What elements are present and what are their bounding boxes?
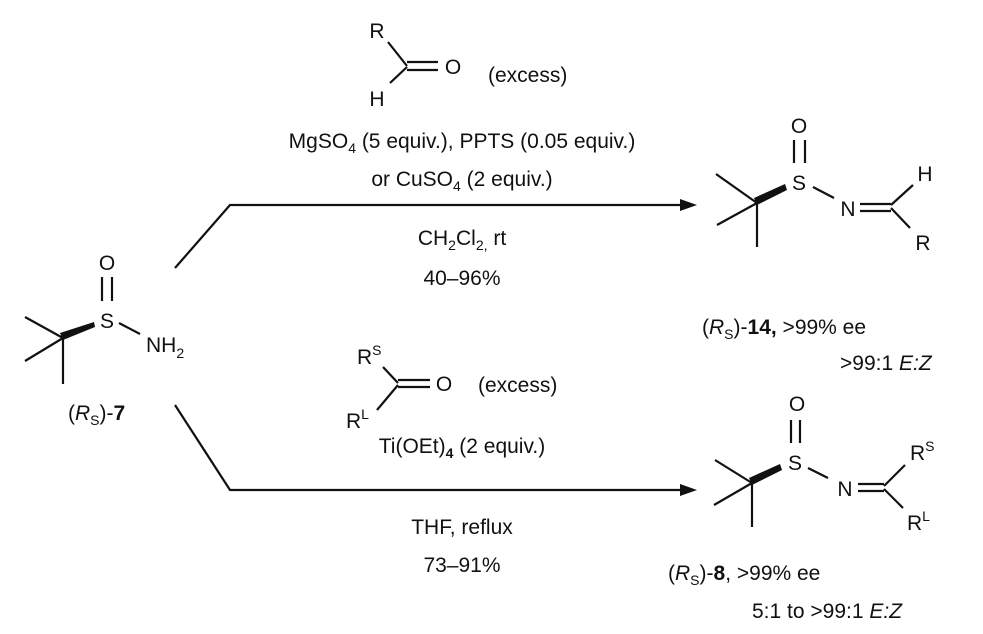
top-condition-1: MgSO4 (5 equiv.), PPTS (0.05 equiv.) bbox=[289, 130, 636, 156]
compound-label-8: (RS)-8, >99% ee bbox=[668, 562, 820, 588]
atom-h: H bbox=[917, 163, 932, 186]
bottom-reaction-arrow bbox=[174, 404, 697, 496]
atom-r: R bbox=[369, 20, 384, 43]
atom-n: N bbox=[837, 478, 852, 501]
excess-note: (excess) bbox=[478, 374, 557, 397]
wedge-bond bbox=[60, 322, 95, 340]
compound-label-7: (RS)-7 bbox=[68, 402, 125, 428]
excess-note: (excess) bbox=[488, 64, 567, 87]
ez-ratio-8: 5:1 to >99:1 E:Z bbox=[752, 600, 903, 623]
atom-s: S bbox=[788, 452, 802, 475]
bottom-solvent: THF, reflux bbox=[411, 516, 513, 539]
atom-o: O bbox=[789, 393, 805, 416]
atom-o: O bbox=[99, 252, 115, 275]
atom-h: H bbox=[369, 88, 384, 111]
bottom-condition-1: Ti(OEt)4 (2 equiv.) bbox=[379, 435, 546, 461]
aldehyde-reagent: R H O (excess) bbox=[369, 20, 567, 111]
product-8-ketimine: O S N RS RL bbox=[713, 393, 935, 535]
product-14-aldimine: O S N H R bbox=[715, 115, 933, 255]
ez-ratio-14: >99:1 E:Z bbox=[840, 352, 933, 375]
top-yield: 40–96% bbox=[423, 267, 500, 290]
atom-rl: RL bbox=[346, 406, 369, 433]
atom-r: R bbox=[915, 232, 930, 255]
top-condition-2: or CuSO4 (2 equiv.) bbox=[371, 168, 552, 194]
atom-rl: RL bbox=[907, 508, 930, 535]
top-reaction-arrow bbox=[174, 199, 697, 269]
atom-o: O bbox=[436, 373, 452, 396]
top-solvent: CH2Cl2, rt bbox=[418, 227, 506, 253]
wedge-bond bbox=[749, 464, 782, 485]
wedge-bond bbox=[754, 184, 787, 205]
atom-nh2: NH2 bbox=[146, 334, 184, 361]
atom-rs: RS bbox=[910, 438, 935, 465]
atom-s: S bbox=[100, 310, 114, 333]
atom-n: N bbox=[840, 198, 855, 221]
bottom-yield: 73–91% bbox=[423, 554, 500, 577]
atom-rs: RS bbox=[357, 342, 382, 369]
atom-s: S bbox=[792, 172, 806, 195]
atom-o: O bbox=[445, 56, 461, 79]
compound-label-14: (RS)-14, >99% ee bbox=[702, 316, 866, 342]
atom-o: O bbox=[791, 115, 807, 138]
ketone-reagent: RS RL O (excess) bbox=[346, 342, 557, 433]
reactant-tert-butanesulfinamide: O S NH2 (RS)-7 bbox=[24, 252, 184, 428]
